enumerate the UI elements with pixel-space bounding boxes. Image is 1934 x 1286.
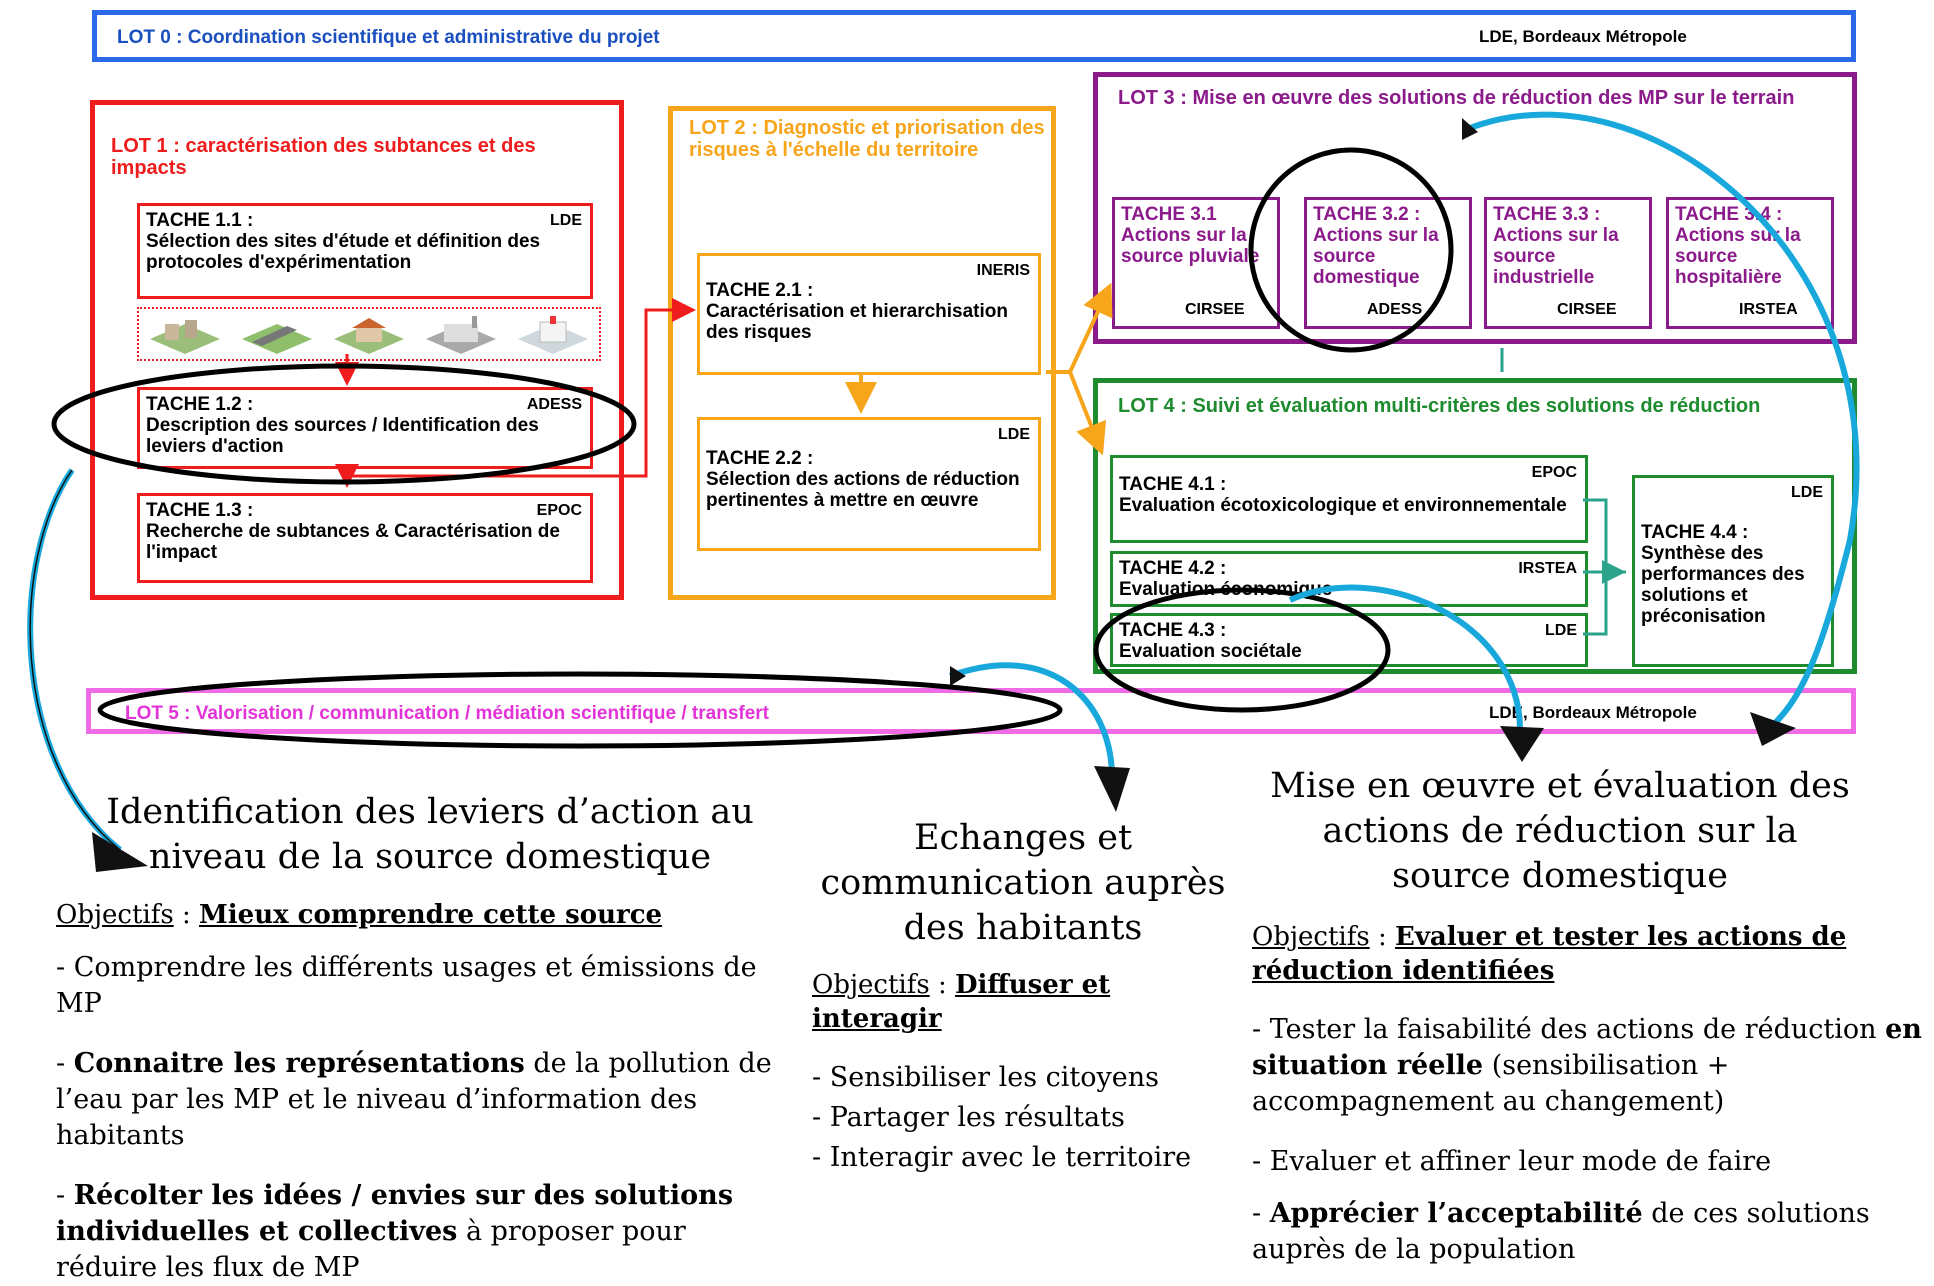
lot5-title: LOT 5 : Valorisation / communication / m…: [125, 703, 769, 724]
lot2-title: LOT 2 : Diagnostic et priorisation des r…: [689, 117, 1045, 161]
middle-bullet-3: - Interagir avec le territoire: [812, 1142, 1192, 1173]
task-3-4-partner: IRSTEA: [1739, 301, 1798, 318]
task-4-3: LDE TACHE 4.3 : Evaluation sociétale: [1110, 613, 1588, 667]
task-3-2: TACHE 3.2 : Actions sur la source domest…: [1304, 197, 1472, 329]
middle-bullet-2: - Partager les résultats: [812, 1102, 1125, 1133]
lot1-title: LOT 1 : caractérisation des subtances et…: [111, 135, 536, 179]
lot3-title: LOT 3 : Mise en œuvre des solutions de r…: [1118, 87, 1795, 109]
task-1-3-partner: EPOC: [536, 502, 582, 519]
lot2-box: LOT 2 : Diagnostic et priorisation des r…: [668, 106, 1056, 600]
task-4-3-partner: LDE: [1545, 622, 1577, 639]
task-4-4: LDE TACHE 4.4 : Synthèse des performance…: [1632, 475, 1834, 667]
left-obj-value: Mieux comprendre cette source: [199, 900, 663, 930]
lot3-box: LOT 3 : Mise en œuvre des solutions de r…: [1093, 72, 1857, 344]
urban-block-icon: [150, 320, 220, 354]
road-icon: [242, 324, 312, 354]
middle-obj-value: Diffuser et interagir: [812, 970, 1111, 1034]
left-bullet-2: - Connaitre les représentations de la po…: [56, 1048, 772, 1151]
task-1-2: TACHE 1.2 : ADESS Description des source…: [137, 387, 593, 469]
task-3-3: TACHE 3.3 : Actions sur la source indust…: [1484, 197, 1652, 329]
task-3-2-partner: ADESS: [1367, 301, 1423, 318]
task-1-3: TACHE 1.3 : EPOC Recherche de subtances …: [137, 493, 593, 583]
right-bullet-3: - Apprécier l’acceptabilité de ces solut…: [1252, 1198, 1870, 1265]
hospital-icon: [518, 316, 588, 354]
lot4-box: LOT 4 : Suivi et évaluation multi-critèr…: [1093, 378, 1857, 674]
lot0-title: LOT 0 : Coordination scientifique et adm…: [117, 27, 660, 48]
right-heading: Mise en œuvre et évaluation des actions …: [1270, 766, 1850, 896]
right-obj-value: Evaluer et tester les actions de réducti…: [1252, 922, 1847, 986]
lot0-bar: LOT 0 : Coordination scientifique et adm…: [92, 10, 1856, 62]
task-2-2-partner: LDE: [998, 426, 1030, 443]
left-heading: Identification des leviers d’action au n…: [106, 792, 754, 877]
middle-objectives: Objectifs : Diffuser et interagir: [812, 970, 1111, 1034]
task-4-2: IRSTEA TACHE 4.2 : Evaluation économique: [1110, 551, 1588, 607]
task-2-1-partner: INERIS: [976, 262, 1030, 279]
factory-icon: [426, 316, 496, 354]
right-bullet-2: - Evaluer et affiner leur mode de faire: [1252, 1146, 1772, 1177]
left-bullet-3: - Récolter les idées / envies sur des so…: [56, 1180, 734, 1283]
right-objectives: Objectifs : Evaluer et tester les action…: [1252, 922, 1847, 986]
task-3-1-partner: CIRSEE: [1185, 301, 1245, 318]
site-icons-strip: [137, 307, 601, 361]
left-bullet-1: - Comprendre les différents usages et ém…: [56, 952, 757, 1019]
left-obj-label: Objectifs: [56, 900, 174, 930]
task-1-1: TACHE 1.1 : LDE Sélection des sites d'ét…: [137, 203, 593, 299]
task-4-4-partner: LDE: [1791, 484, 1823, 501]
lot1-box: LOT 1 : caractérisation des subtances et…: [90, 100, 624, 600]
task-3-4: TACHE 3.4 : Actions sur la source hospit…: [1666, 197, 1834, 329]
task-4-1: EPOC TACHE 4.1 : Evaluation écotoxicolog…: [1110, 455, 1588, 543]
task-2-2: LDE TACHE 2.2 : Sélection des actions de…: [697, 417, 1041, 551]
lot4-title: LOT 4 : Suivi et évaluation multi-critèr…: [1118, 395, 1761, 417]
task-1-1-partner: LDE: [550, 212, 582, 229]
lot5-bar: LOT 5 : Valorisation / communication / m…: [86, 688, 1856, 734]
right-obj-label: Objectifs: [1252, 922, 1370, 952]
task-4-1-partner: EPOC: [1531, 464, 1577, 481]
lot5-partners: LDE, Bordeaux Métropole: [1489, 703, 1697, 722]
middle-heading: Echanges et communication auprès des hab…: [820, 818, 1226, 948]
task-3-3-partner: CIRSEE: [1557, 301, 1617, 318]
task-4-2-partner: IRSTEA: [1518, 560, 1577, 577]
middle-bullet-1: - Sensibiliser les citoyens: [812, 1062, 1159, 1093]
middle-obj-label: Objectifs: [812, 970, 930, 1000]
task-1-2-partner: ADESS: [526, 396, 582, 413]
left-objectives: Objectifs : Mieux comprendre cette sourc…: [56, 900, 663, 930]
right-bullet-1: - Tester la faisabilité des actions de r…: [1252, 1014, 1922, 1117]
house-icon: [334, 318, 404, 354]
curved-arrow-middle-head: [1094, 766, 1130, 812]
lot0-partners: LDE, Bordeaux Métropole: [1479, 27, 1687, 46]
task-3-1: TACHE 3.1 Actions sur la source pluviale…: [1112, 197, 1280, 329]
task-2-1: INERIS TACHE 2.1 : Caractérisation et hi…: [697, 253, 1041, 375]
